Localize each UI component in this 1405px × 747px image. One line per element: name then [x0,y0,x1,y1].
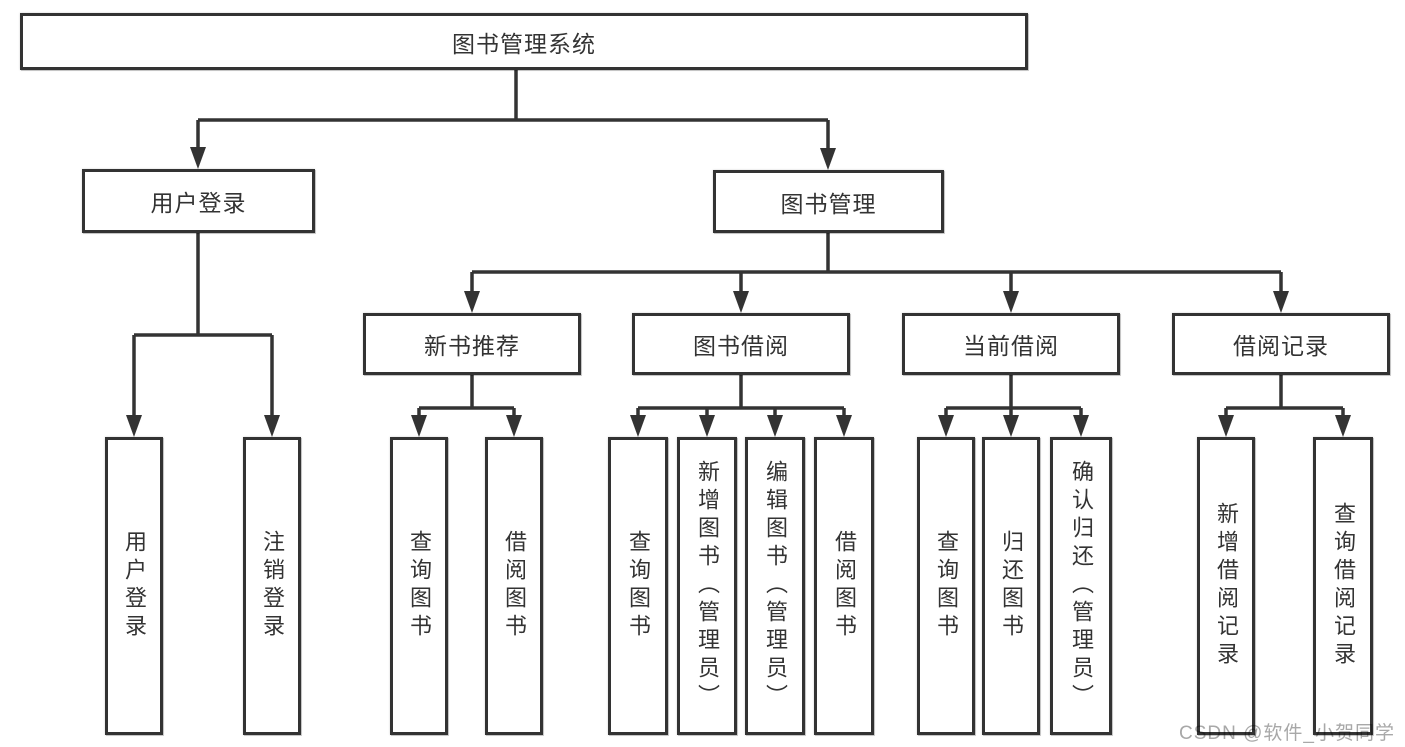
leaf-label: 借阅图书 [502,530,527,642]
leaf-label: 借阅图书 [832,530,857,642]
arrowhead-down-icon [733,291,749,313]
arrowhead-down-icon [190,147,206,169]
leaf-label: 查询图书 [407,530,432,642]
connector-user-login-branch [132,233,274,418]
leaf-add-books-admin: 新增图书（管理员） [677,437,737,735]
leaf-query-books-current: 查询图书 [917,437,975,735]
leaf-borrow-books-recommend: 借阅图书 [485,437,543,735]
leaf-label: 归还图书 [999,530,1024,642]
arrowhead-down-icon [1003,291,1019,313]
arrowhead-down-icon [699,415,715,437]
leaf-borrow-books: 借阅图书 [814,437,874,735]
leaf-label: 新增借阅记录 [1214,502,1239,670]
arrowhead-down-icon [1003,415,1019,437]
arrowhead-down-icon [506,415,522,437]
leaf-label: 查询图书 [934,530,959,642]
node-book-borrow: 图书借阅 [632,313,850,375]
node-root-system: 图书管理系统 [20,13,1028,70]
arrowhead-down-icon [264,415,280,437]
node-user-login: 用户登录 [82,169,315,233]
connector-current-borrow-branch [944,375,1083,418]
leaf-return-books: 归还图书 [982,437,1040,735]
leaf-add-borrow-record: 新增借阅记录 [1197,437,1255,735]
leaf-edit-books-admin: 编辑图书（管理员） [745,437,805,735]
arrowhead-down-icon [1218,415,1234,437]
leaf-label: 注销登录 [260,530,285,642]
arrowhead-down-icon [836,415,852,437]
arrowhead-down-icon [411,415,427,437]
leaf-label: 查询借阅记录 [1331,502,1356,670]
leaf-query-borrow-record: 查询借阅记录 [1313,437,1373,735]
node-borrow-records: 借阅记录 [1172,313,1390,375]
leaf-logout: 注销登录 [243,437,301,735]
arrowhead-down-icon [1073,415,1089,437]
leaf-label: 确认归还（管理员） [1069,460,1094,712]
arrowhead-down-icon [938,415,954,437]
leaf-query-books-borrow: 查询图书 [608,437,668,735]
leaf-label: 用户登录 [122,530,147,642]
arrowhead-down-icon [820,148,836,170]
arrowhead-down-icon [126,415,142,437]
leaf-label: 查询图书 [626,530,651,642]
arrowhead-down-icon [464,291,480,313]
arrowhead-down-icon [630,415,646,437]
leaf-user-login: 用户登录 [105,437,163,735]
connector-borrow-records-branch [1224,375,1345,418]
connector-book-management-branch [470,233,1283,294]
arrowhead-down-icon [767,415,783,437]
node-book-management: 图书管理 [713,170,944,233]
connector-new-book-branch [417,375,516,418]
leaf-label: 编辑图书（管理员） [763,460,788,712]
leaf-query-books-recommend: 查询图书 [390,437,448,735]
connector-root-to-level2 [196,70,830,150]
node-current-borrow: 当前借阅 [902,313,1120,375]
arrowhead-down-icon [1273,291,1289,313]
leaf-confirm-return-admin: 确认归还（管理员） [1050,437,1112,735]
connector-book-borrow-branch [636,375,846,418]
leaf-label: 新增图书（管理员） [695,460,720,712]
arrowhead-down-icon [1335,415,1351,437]
node-new-book-recommend: 新书推荐 [363,313,581,375]
